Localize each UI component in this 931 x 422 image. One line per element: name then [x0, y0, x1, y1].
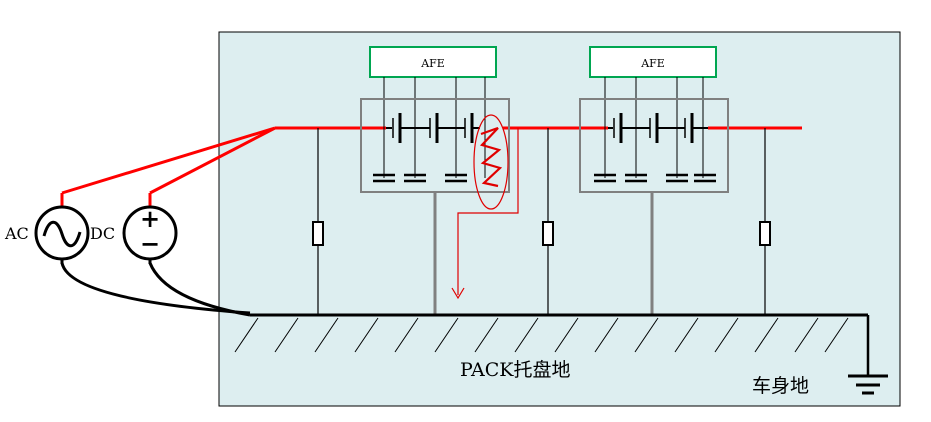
hv-bus	[61, 126, 802, 195]
sampling-capacitors	[373, 173, 467, 183]
vehicle-body-ground-label: 车身地	[752, 375, 809, 397]
sine-wave-icon	[42, 220, 82, 248]
ac-source	[34, 193, 90, 264]
cell-stack	[608, 113, 708, 143]
vehicle-ground-icon	[848, 315, 888, 395]
cell-stack	[386, 113, 480, 143]
ac-label: AC	[4, 224, 29, 243]
afe-box	[369, 46, 497, 78]
module-box	[360, 98, 510, 193]
afe-label: AFE	[420, 57, 445, 70]
insulation-resistors	[312, 128, 771, 315]
ground-return-wires	[60, 262, 251, 317]
dc-label: DC	[90, 224, 115, 243]
leakage-current-path	[457, 128, 519, 295]
pack-tray-ground	[234, 313, 868, 353]
dc-source: + −	[122, 193, 178, 264]
pack-tray-ground-label: PACK托盘地	[460, 359, 571, 381]
sampling-capacitors	[594, 173, 716, 183]
dc-minus-sign: −	[140, 229, 160, 258]
leakage-arrow	[451, 287, 465, 300]
battery-module-1: AFE	[360, 46, 519, 300]
insulation-fault	[473, 114, 509, 210]
dc-plus-sign: +	[140, 204, 160, 233]
module-box	[579, 98, 729, 193]
background-panel	[218, 31, 901, 407]
afe-label: AFE	[640, 57, 665, 70]
battery-module-2: AFE	[579, 46, 729, 193]
module-mounts	[433, 192, 654, 315]
afe-box	[589, 46, 717, 78]
